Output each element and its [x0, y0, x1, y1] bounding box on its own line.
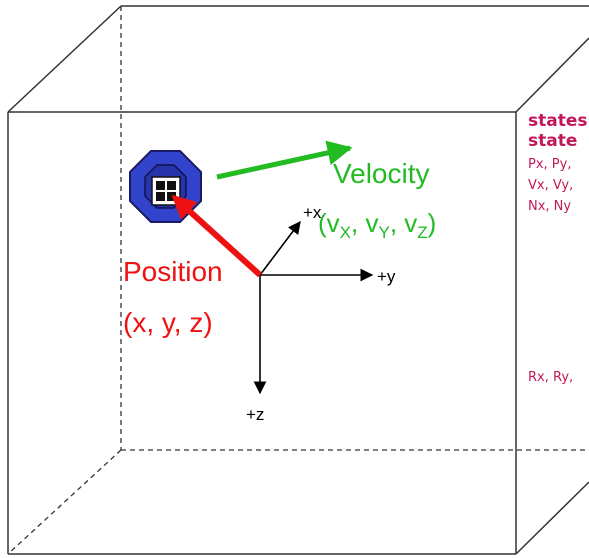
velocity-arrow — [216, 140, 353, 180]
z-axis-label: +z — [246, 405, 264, 424]
cube-top-left-diagonal — [7, 5, 122, 113]
side-line-v: Vx, Vy, — [528, 178, 573, 193]
side-panel: states state Px, Py, Vx, Vy, Nx, Ny Rx, … — [528, 111, 588, 385]
x-axis-label: +x — [303, 203, 322, 222]
y-axis-label: +y — [377, 267, 396, 286]
axes — [253, 220, 374, 395]
position-coords-label: (x, y, z) — [123, 307, 213, 338]
side-line-r: Rx, Ry, — [528, 370, 573, 385]
side-heading-state: state — [528, 131, 577, 151]
cube-hidden-edges — [7, 6, 589, 555]
position-arrow — [171, 194, 263, 278]
cube-back-diagonal-edge — [7, 449, 122, 555]
velocity-label: Velocity — [333, 158, 430, 189]
side-line-n: Nx, Ny — [528, 199, 571, 214]
side-line-p: Px, Py, — [528, 157, 571, 172]
cube-top-right-diagonal — [515, 37, 589, 113]
velocity-components-label: (vX, vY, vZ) — [318, 208, 436, 242]
cube-visible-edges — [7, 5, 589, 555]
cube-bottom-right-diagonal — [515, 481, 589, 555]
side-heading-states: states — [528, 111, 588, 131]
position-label: Position — [123, 256, 223, 287]
x-axis-arrow — [259, 220, 301, 276]
